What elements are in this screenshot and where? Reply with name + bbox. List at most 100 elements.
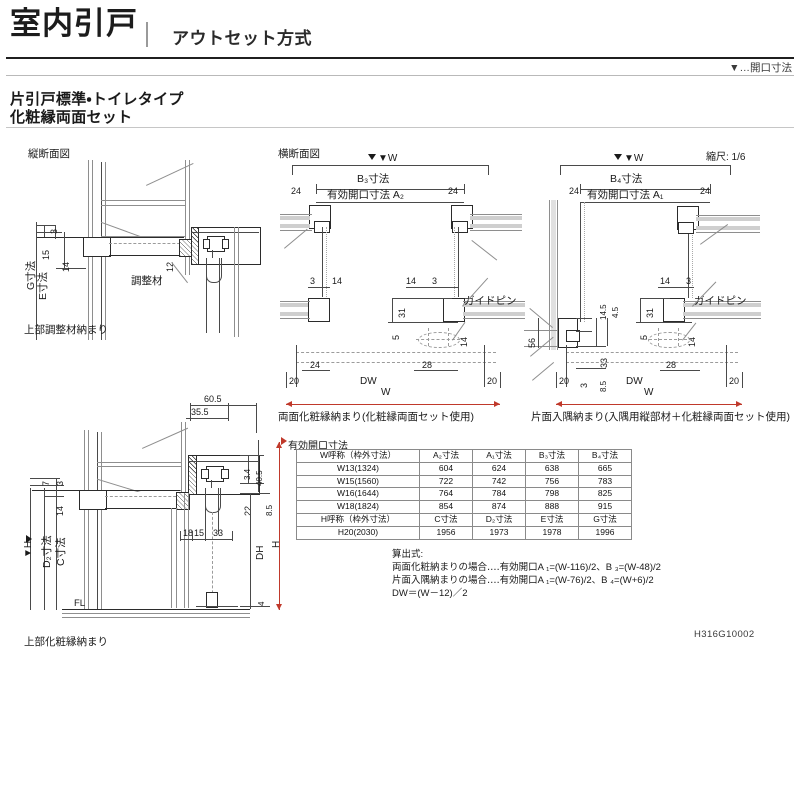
- cell-b4: 915: [578, 500, 632, 514]
- table-title-effective-opening: 有効開口寸法: [288, 441, 348, 452]
- dim-value-31-middle: 31: [397, 307, 407, 318]
- dim-value-28-bottom-right: 28: [666, 360, 677, 370]
- dim-value-4_5-right: 4.5: [611, 306, 620, 318]
- dim-value-3_4: 3.4: [243, 468, 252, 480]
- cell-a2: 604: [419, 461, 473, 476]
- dim-value-14-right: 14: [660, 276, 671, 286]
- header-subtitle: アウトセット方式: [172, 29, 312, 48]
- cell-a2: 764: [419, 487, 473, 502]
- cell-d2: 1973: [472, 525, 526, 540]
- dim-value-56-right: 56: [527, 337, 537, 348]
- dim-value-3-bottomleft: 3: [55, 480, 65, 486]
- dim-label-B4: B₄寸法: [610, 173, 643, 185]
- header-rule-thick: [6, 57, 794, 59]
- dim-label-DW-middle: DW: [360, 376, 377, 387]
- table-w-dimensions: W呼称（枠外寸法） A₂寸法 A₁寸法 B₃寸法 B₄寸法 W13(1324) …: [296, 449, 632, 514]
- w-marker-triangle-right: [614, 154, 622, 160]
- dim-value-3-topleft: 3: [49, 228, 59, 234]
- dim-value-20-right-right: 20: [729, 376, 740, 386]
- cell-b3: 638: [525, 461, 579, 476]
- cell-w-name: W16(1644): [296, 487, 420, 502]
- dim-value-18: 18: [183, 528, 194, 538]
- type-underline: [6, 127, 794, 128]
- cell-b3: 798: [525, 487, 579, 502]
- vertical-section-title: 縦断面図: [28, 148, 70, 160]
- effective-opening-label-right: 有効開口寸法 A₁: [587, 189, 664, 201]
- guide-pin-label-right: ガイドピン: [694, 295, 747, 307]
- dim-label-W-middle: W: [381, 387, 391, 398]
- cell-a1: 742: [472, 474, 526, 489]
- dim-value-40_5: 40.5: [255, 470, 264, 486]
- formula-line-2: 片面入隅納まりの場合‥‥有効開口A ₁=(W-76)/2、B ₄=(W+6)/2: [392, 575, 654, 586]
- table-title-marker: [281, 437, 287, 445]
- th-a1: A₁寸法: [472, 449, 526, 463]
- th-b4: B₄寸法: [578, 449, 632, 463]
- effective-opening-label-middle: 有効開口寸法 A₂: [327, 189, 404, 201]
- dim-label-G: G寸法: [25, 260, 37, 290]
- cell-a1: 874: [472, 500, 526, 514]
- dim-label-DH: DH: [255, 545, 266, 560]
- dim-value-3-left-middle: 3: [310, 276, 316, 286]
- formula-line-1: 両面化粧納まりの場合‥‥有効開口A ₁=(W-116)/2、B ₃=(W-48)…: [392, 562, 661, 573]
- dim-value-20-left-middle: 20: [289, 376, 300, 386]
- cell-b3: 756: [525, 474, 579, 489]
- dim-value-24-right-middle: 24: [448, 186, 459, 196]
- dim-value-35_5: 35.5: [191, 407, 209, 417]
- guide-pin-label-middle: ガイドピン: [464, 295, 517, 307]
- th-a2: A₂寸法: [419, 449, 473, 463]
- table-header-row: H呼称（枠外寸法） C寸法 D₂寸法 E寸法 G寸法: [296, 513, 632, 527]
- product-type-line2: 化粧縁両面セット: [10, 109, 133, 126]
- cell-b3: 888: [525, 500, 579, 514]
- dim-label-C: C寸法: [55, 537, 67, 566]
- dim-label-H: H: [271, 540, 282, 548]
- cell-a2: 854: [419, 500, 473, 514]
- dim-value-14-bottomleft: 14: [55, 505, 65, 516]
- dim-label-E: E寸法: [37, 271, 49, 300]
- h-marker-label: ▼H: [23, 540, 34, 558]
- dim-value-24-right-right: 24: [700, 186, 711, 196]
- dim-value-3-right-middle: 3: [432, 276, 438, 286]
- cell-b4: 783: [578, 474, 632, 489]
- dim-value-60_5: 60.5: [204, 394, 222, 404]
- dim-value-22: 22: [243, 505, 253, 516]
- table-row: W15(1560) 722 742 756 783: [296, 474, 632, 489]
- formula-title: 算出式:: [392, 549, 424, 560]
- header-rule-thin: [6, 75, 794, 76]
- cell-h-name: H20(2030): [296, 525, 420, 540]
- cell-b4: 825: [578, 487, 632, 502]
- dim-value-15: 15: [194, 528, 205, 538]
- caption-top-left: 上部調整材納まり: [24, 324, 108, 336]
- dim-value-14-left-middle: 14: [332, 276, 343, 286]
- dim-value-7-bottomleft: 7: [41, 480, 51, 486]
- caption-right: 片面入隅納まり(入隅用縦部材＋化粧縁両面セット使用): [531, 411, 790, 423]
- th-d2: D₂寸法: [472, 513, 526, 527]
- table-row: W16(1644) 764 784 798 825: [296, 487, 632, 502]
- floor-level-label: FL: [74, 598, 86, 609]
- cell-w-name: W18(1824): [296, 500, 420, 514]
- dim-label-DW-right: DW: [626, 376, 643, 387]
- dim-value-8_5-right: 8.5: [599, 380, 608, 392]
- cell-g: 1996: [578, 525, 632, 540]
- th-b3: B₃寸法: [525, 449, 579, 463]
- cell-a2: 722: [419, 474, 473, 489]
- dim-value-8_5-bottomleft: 8.5: [265, 504, 274, 516]
- dim-value-28-bottom-middle: 28: [422, 360, 433, 370]
- dim-value-24-left-right: 24: [569, 186, 580, 196]
- cell-a1: 624: [472, 461, 526, 476]
- dim-value-14-pin-middle: 14: [459, 336, 469, 347]
- table-row: H20(2030) 1956 1973 1978 1996: [296, 525, 632, 540]
- w-dimension-arrow-middle: [286, 401, 500, 407]
- dim-value-31-right: 31: [645, 307, 655, 318]
- table-row: W18(1824) 854 874 888 915: [296, 500, 632, 514]
- w-dimension-arrow-right: [556, 401, 742, 407]
- th-e: E寸法: [525, 513, 579, 527]
- dim-value-3-right: 3: [686, 276, 692, 286]
- dim-value-24-left-middle: 24: [291, 186, 302, 196]
- cell-e: 1978: [525, 525, 579, 540]
- table-row: W13(1324) 604 624 638 665: [296, 461, 632, 476]
- dim-value-3-bottom-right: 3: [579, 382, 589, 388]
- w-marker-label-right: ▼W: [624, 153, 644, 164]
- dim-value-14-topleft: 14: [61, 261, 71, 272]
- opening-dimension-note: ▼…開口寸法: [729, 62, 792, 74]
- w-marker-triangle-middle: [368, 154, 376, 160]
